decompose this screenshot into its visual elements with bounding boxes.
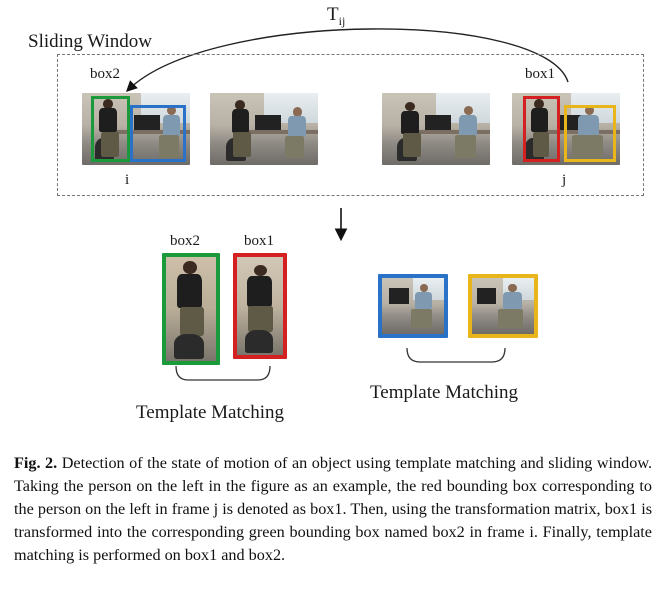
box2-crop — [162, 253, 220, 365]
sliding-window-label: Sliding Window — [26, 31, 154, 53]
caption-text: Detection of the state of motion of an o… — [14, 454, 652, 564]
frame-i-label: i — [125, 172, 130, 188]
green-bbox-box2 — [90, 95, 130, 163]
box2-label-bottom: box2 — [170, 233, 200, 249]
box2-label-top: box2 — [90, 66, 120, 82]
frame-j-image — [512, 93, 620, 165]
frame-i-image — [82, 93, 190, 165]
brace-right — [406, 347, 506, 363]
frame-j-label: j — [562, 172, 567, 188]
figure-caption: Fig. 2. Detection of the state of motion… — [14, 452, 652, 567]
blue-bbox-frame-i — [129, 104, 186, 163]
frame-image-3 — [382, 93, 490, 165]
frame-image-2 — [210, 93, 318, 165]
sliding-window-frame — [57, 54, 644, 196]
transformation-arc — [125, 28, 569, 92]
yellow-crop — [468, 274, 538, 338]
tij-label: Tij — [327, 4, 346, 28]
template-matching-right-label: Template Matching — [370, 382, 518, 403]
box1-label-bottom: box1 — [244, 233, 274, 249]
blue-crop — [378, 274, 448, 338]
figure-label: Fig. 2. — [14, 454, 58, 472]
box1-label-top: box1 — [525, 66, 555, 82]
brace-left — [175, 365, 271, 381]
yellow-bbox-frame-j — [563, 104, 616, 163]
red-bbox-box1 — [522, 95, 560, 163]
template-matching-left-label: Template Matching — [136, 402, 284, 423]
box1-crop — [233, 253, 287, 359]
